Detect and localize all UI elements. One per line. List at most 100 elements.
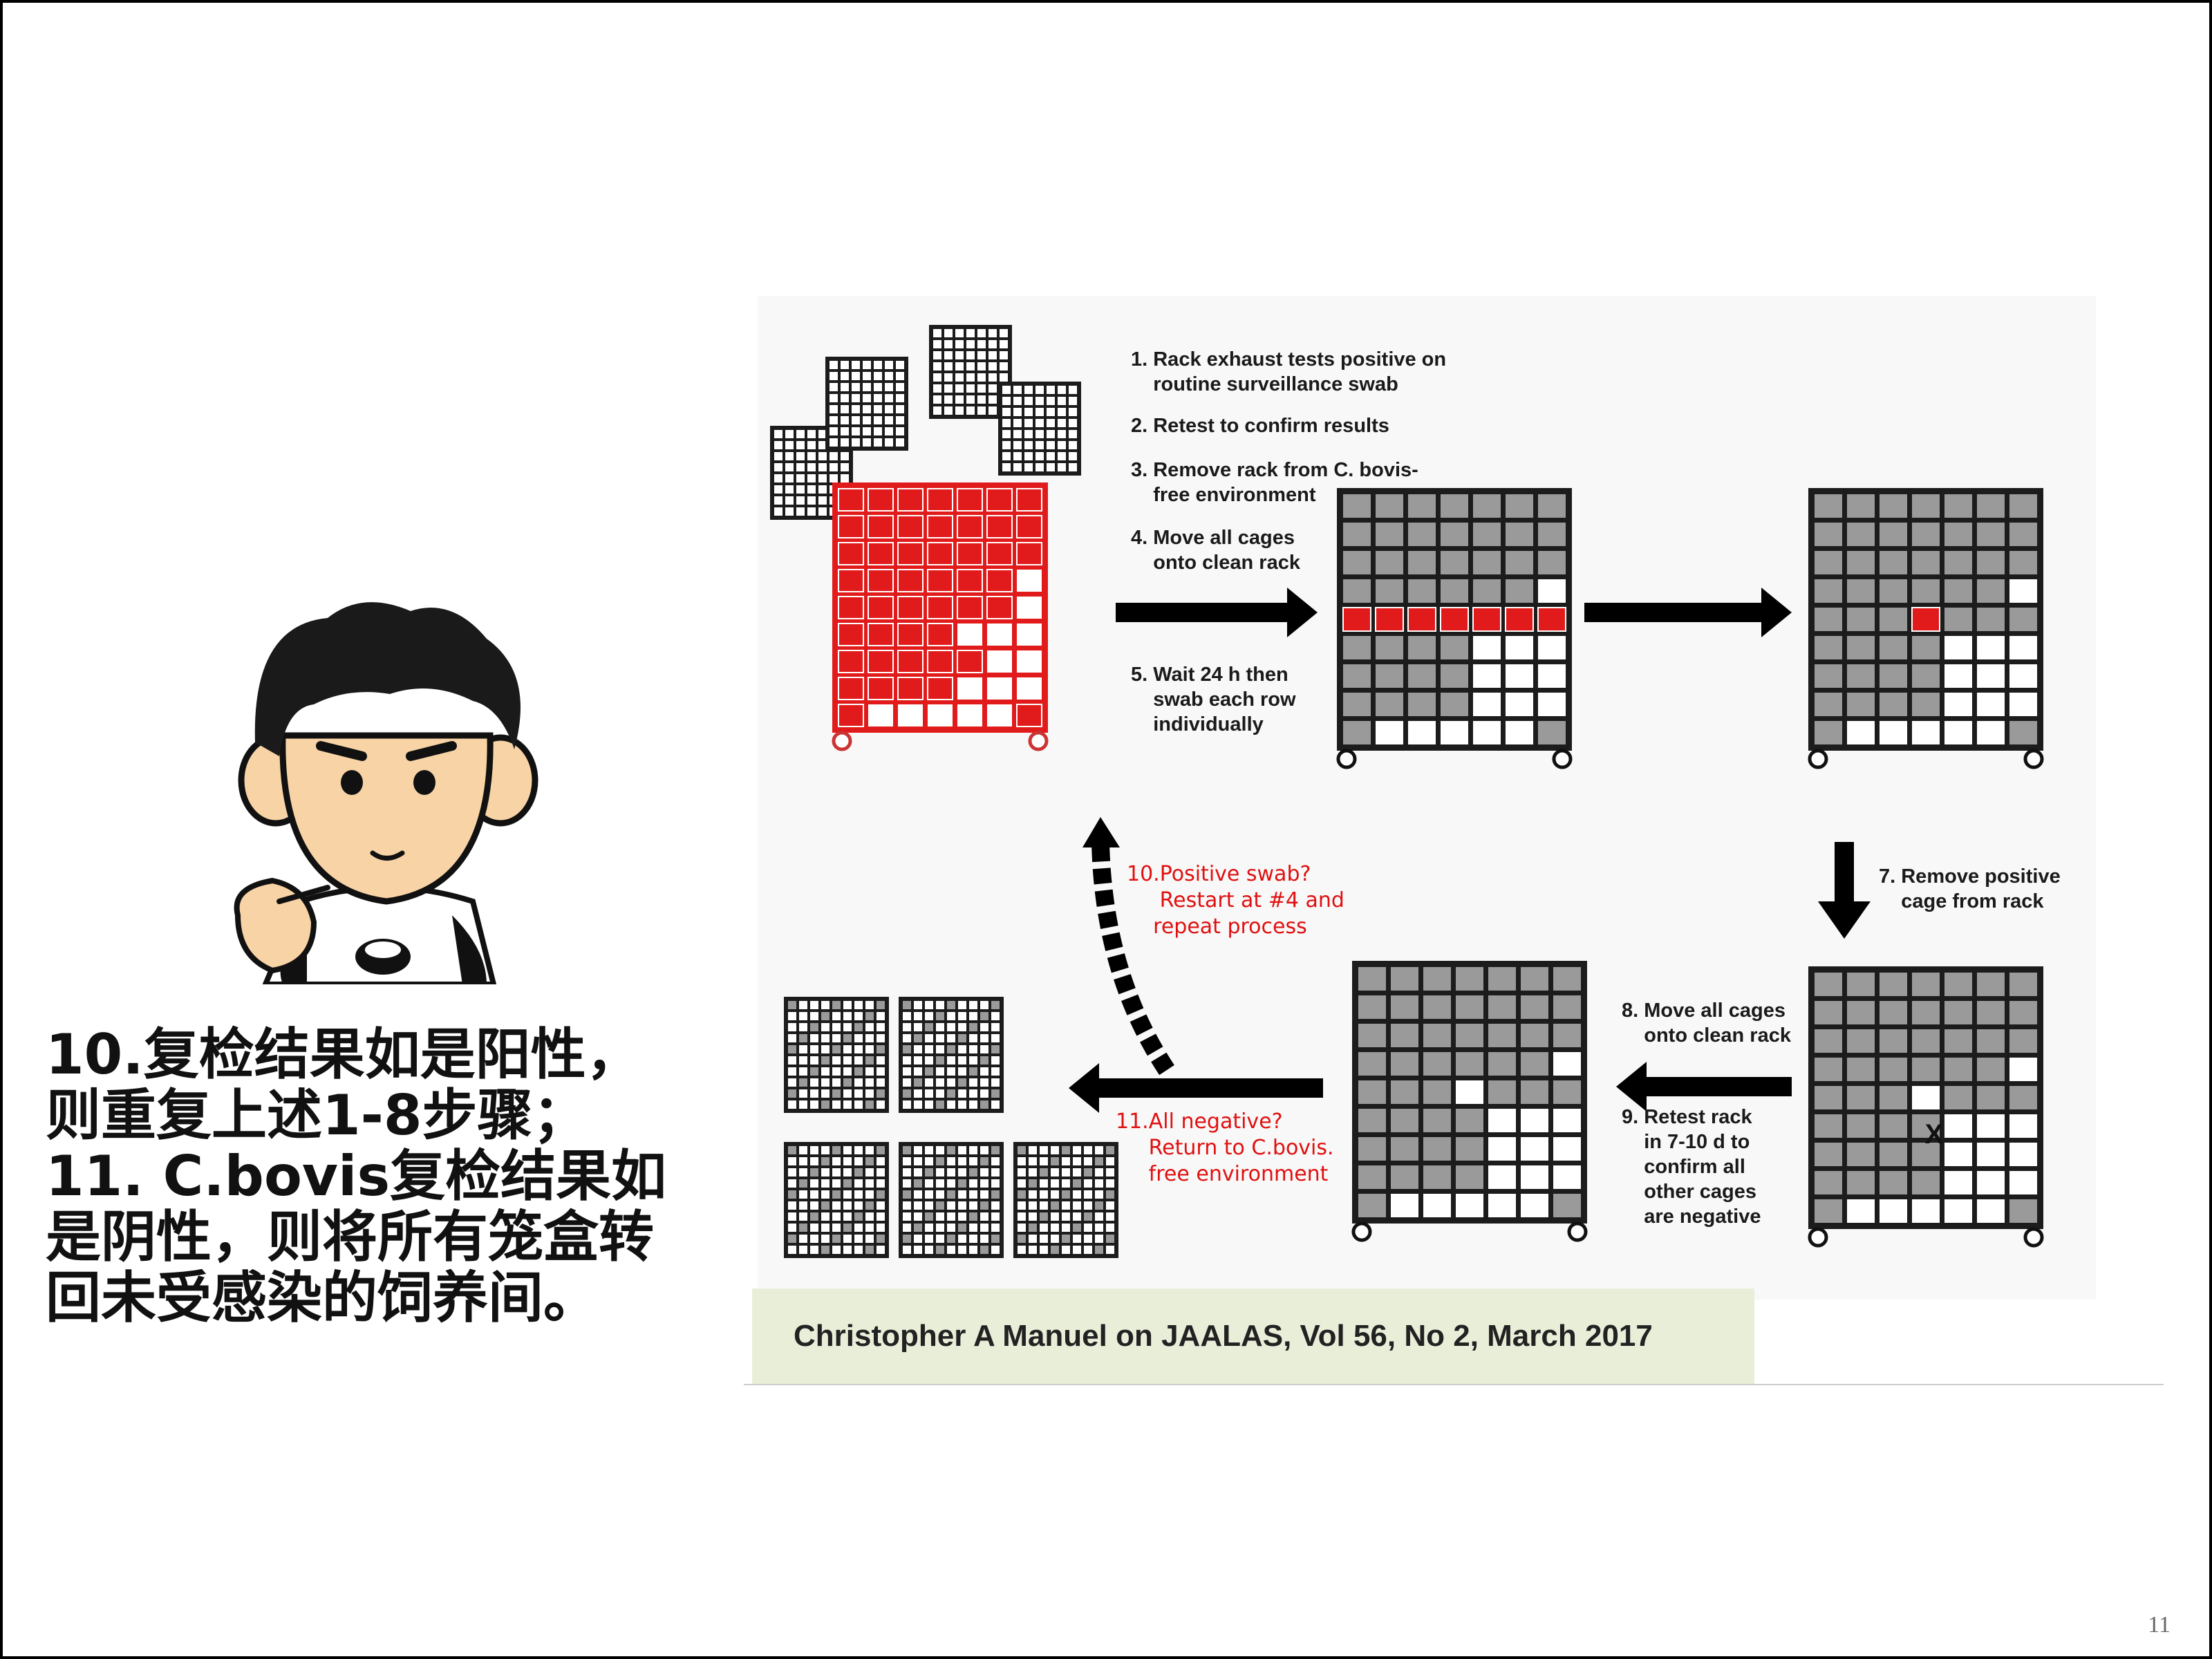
cage-cell — [1069, 386, 1077, 394]
cage-cell — [830, 405, 838, 413]
cage-cell — [865, 1067, 874, 1076]
cage-cell — [977, 362, 986, 371]
dashed-arrow-head — [1082, 817, 1120, 847]
dashed-curved-arrow-icon — [1091, 841, 1174, 1076]
cage-cell — [1358, 1194, 1386, 1217]
cage-cell — [874, 383, 882, 391]
cage-cell — [1912, 1058, 1940, 1081]
cage-cell — [1847, 1058, 1875, 1081]
cage-cell — [799, 1168, 807, 1177]
cage-cell — [865, 1201, 874, 1210]
cage-cell — [1488, 1024, 1516, 1047]
cage-cell — [854, 1001, 863, 1009]
cage-cell — [897, 623, 924, 646]
cage-cell — [1506, 664, 1533, 688]
cage-cell — [1538, 664, 1566, 688]
cage-cell — [774, 496, 782, 505]
cage-cell — [1977, 636, 2005, 659]
cage-cell — [1944, 579, 1972, 603]
cage-cell — [988, 340, 997, 348]
cage-cell — [865, 1001, 874, 1009]
cage-cell — [852, 438, 860, 447]
cage-cell — [991, 1045, 1000, 1053]
cage-cell — [1441, 693, 1468, 716]
cage-cell — [1051, 1224, 1059, 1232]
cage-cell — [1358, 967, 1386, 991]
cage-cell — [1047, 452, 1055, 460]
cage-cell — [1051, 1146, 1059, 1154]
cage-cell — [877, 1100, 885, 1109]
cage-cell — [1880, 1171, 1907, 1194]
cage-cell — [958, 1067, 966, 1076]
cage-cell — [2009, 693, 2037, 716]
body-line: 是阴性，则将所有笼盒转 — [46, 1205, 654, 1269]
cage-cell — [1944, 1001, 1972, 1024]
right-arrow-icon-shaft — [1584, 603, 1764, 622]
cage-cell — [1376, 523, 1403, 546]
cage-cell — [1017, 570, 1042, 592]
cage-cell — [1977, 973, 2005, 996]
cage-cell — [927, 569, 953, 592]
cage-cell — [799, 1212, 807, 1221]
cage-cell — [947, 1067, 955, 1076]
cage-cell — [903, 1067, 911, 1076]
cage-cell — [1018, 1190, 1026, 1199]
cage-cell — [865, 1212, 874, 1221]
cage-cell — [1488, 1080, 1516, 1104]
cage-cell — [807, 463, 816, 471]
cage-cell — [980, 1179, 988, 1188]
cage-cell — [1847, 579, 1875, 603]
cage-cell — [1880, 1143, 1907, 1166]
cage-cell — [957, 596, 983, 619]
cage-cell — [1912, 1171, 1940, 1194]
cage-cell — [903, 1146, 911, 1154]
cage-cell — [807, 430, 816, 438]
cage-cell — [810, 1201, 818, 1210]
cage-cell — [1029, 1190, 1037, 1199]
cage-cell — [1035, 452, 1044, 460]
cage-cell — [810, 1045, 818, 1053]
cage-cell — [933, 384, 941, 393]
cage-cell — [843, 1235, 852, 1243]
cage-cell — [877, 1034, 885, 1042]
note-10-positive-swab: 10.Positive swab? Restart at #4 and repe… — [1127, 862, 1344, 939]
cage-cell — [785, 441, 794, 449]
cage-cell — [1069, 441, 1077, 449]
cage-cell — [810, 1067, 818, 1076]
cage-cell — [1095, 1235, 1103, 1243]
cage-cell — [980, 1201, 988, 1210]
cage-cell — [838, 596, 864, 619]
cage-cell — [1391, 1165, 1418, 1189]
cage-cell — [925, 1045, 933, 1053]
cage-cell — [1342, 607, 1371, 632]
cage-cell — [1521, 967, 1548, 991]
cage-cell — [1880, 1086, 1907, 1109]
cage-cell — [1069, 408, 1077, 416]
cage-cell — [991, 1056, 1000, 1065]
cage-cell — [868, 515, 894, 538]
wheel — [1336, 749, 1357, 769]
cage-cell — [991, 1034, 1000, 1042]
cage-cell — [936, 1056, 944, 1065]
cage-cell — [788, 1034, 796, 1042]
cage-cell — [821, 1067, 830, 1076]
cage-cell — [957, 704, 982, 727]
cage-cell — [807, 507, 816, 516]
cage-cell — [903, 1190, 911, 1199]
cage-cell — [1051, 1201, 1059, 1210]
cage-cell — [832, 1034, 841, 1042]
cage-cell — [810, 1056, 818, 1065]
cage-cell — [957, 677, 982, 700]
slide-body-text: 10.复检结果如是阳性， 则重复上述1-8步骤； 11. C.bovis复检结果… — [46, 1024, 758, 1329]
cage-cell — [799, 1179, 807, 1188]
cage-cell — [969, 1089, 977, 1098]
cage-cell — [832, 1078, 841, 1087]
cage-cell — [832, 1179, 841, 1188]
cage-cell — [1944, 1171, 1972, 1194]
left-arrow-icon-shaft — [1096, 1078, 1323, 1098]
cage-cell — [1095, 1168, 1103, 1177]
cage-cell — [1391, 1194, 1418, 1217]
cage-cell — [936, 1001, 944, 1009]
cage-cell — [988, 395, 997, 404]
cage-cell — [799, 1224, 807, 1232]
